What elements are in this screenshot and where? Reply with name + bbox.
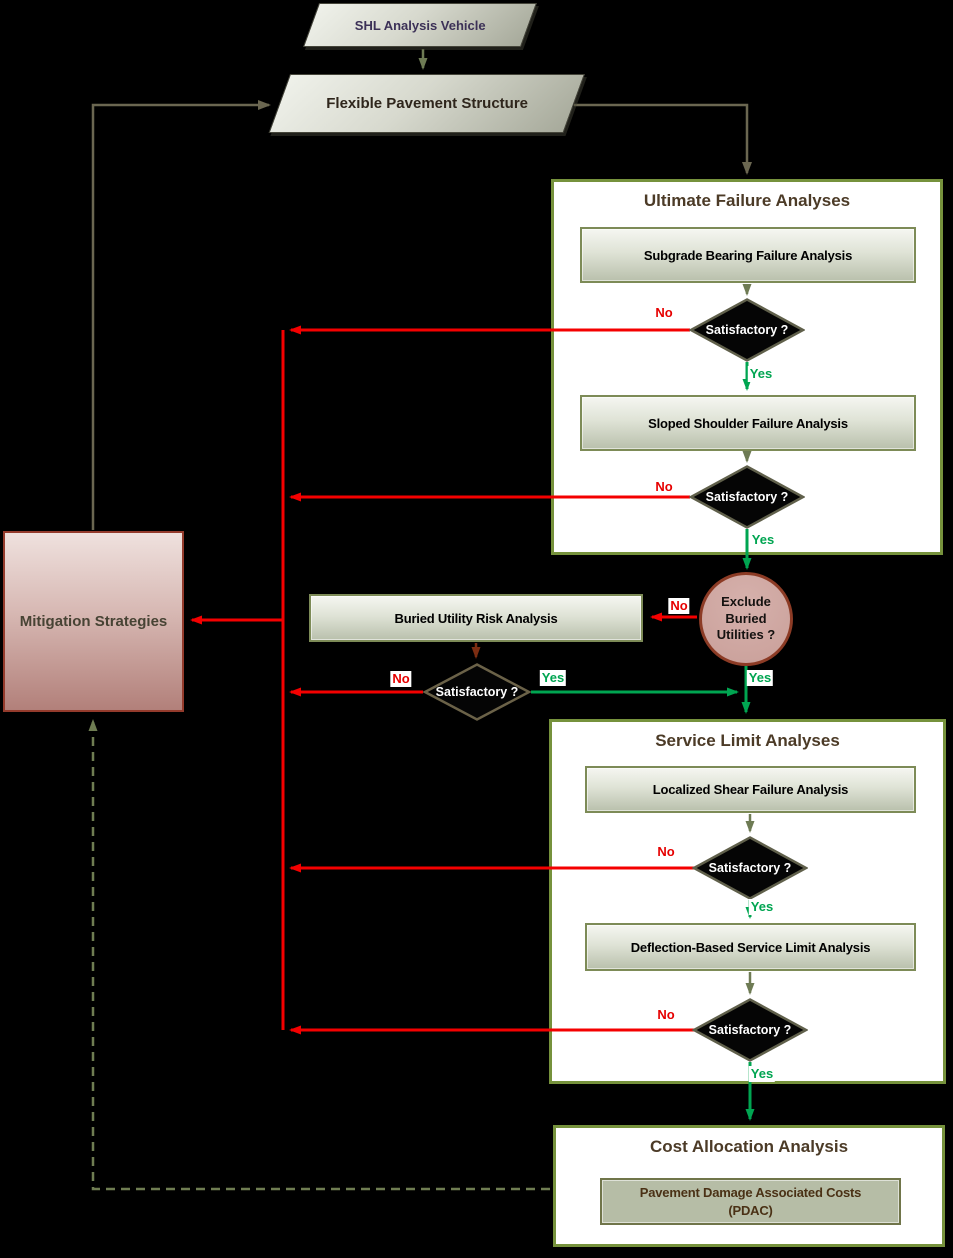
flexible-pavement-structure-node: Flexible Pavement Structure bbox=[268, 74, 585, 133]
localized-shear-label: Localized Shear Failure Analysis bbox=[652, 782, 849, 797]
no-label-sloped: No bbox=[653, 479, 675, 495]
pdac-label-line1: Pavement Damage Associated Costs bbox=[639, 1184, 862, 1200]
cost-allocation-analysis-title: Cost Allocation Analysis bbox=[649, 1137, 849, 1156]
sloped-shoulder-step: Sloped Shoulder Failure Analysis bbox=[580, 395, 916, 451]
decision-localized-label: Satisfactory ? bbox=[708, 861, 792, 875]
edge-pavement-to-ultimate bbox=[574, 103, 752, 175]
sloped-shoulder-label: Sloped Shoulder Failure Analysis bbox=[648, 415, 848, 431]
ultimate-failure-analyses-title: Ultimate Failure Analyses bbox=[643, 191, 851, 210]
diamond-shape bbox=[423, 663, 531, 721]
decision-deflection-label: Satisfactory ? bbox=[708, 1023, 792, 1037]
diamond-shape bbox=[689, 298, 805, 362]
diamond-shape bbox=[692, 836, 808, 900]
yes-label-deflection: Yes bbox=[748, 1066, 776, 1082]
exclude-buried-utilities-node: Exclude Buried Utilities ? bbox=[699, 572, 793, 666]
yes-label-circle: Yes bbox=[746, 670, 774, 686]
no-label-localized: No bbox=[655, 844, 677, 860]
exclude-buried-utilities-label: Exclude Buried Utilities ? bbox=[716, 593, 776, 643]
no-label-subgrade: No bbox=[653, 305, 675, 321]
decision-subgrade-label: Satisfactory ? bbox=[705, 323, 789, 337]
edge-cost-feedback-to-mitigation bbox=[88, 719, 550, 1191]
diamond-shape bbox=[692, 998, 808, 1062]
no-label-buried: No bbox=[390, 671, 412, 687]
decision-deflection: Satisfactory ? bbox=[692, 998, 808, 1062]
buried-utility-step: Buried Utility Risk Analysis bbox=[309, 594, 643, 642]
yes-label-sloped: Yes bbox=[749, 532, 777, 548]
decision-sloped: Satisfactory ? bbox=[689, 465, 805, 529]
deflection-based-step: Deflection-Based Service Limit Analysis bbox=[585, 923, 916, 971]
decision-sloped-label: Satisfactory ? bbox=[705, 490, 789, 504]
buried-utility-label: Buried Utility Risk Analysis bbox=[394, 610, 558, 626]
shl-analysis-vehicle-label: SHL Analysis Vehicle bbox=[354, 17, 486, 33]
decision-localized: Satisfactory ? bbox=[692, 836, 808, 900]
deflection-based-label: Deflection-Based Service Limit Analysis bbox=[630, 939, 871, 955]
decision-subgrade: Satisfactory ? bbox=[689, 298, 805, 362]
localized-shear-step: Localized Shear Failure Analysis bbox=[585, 766, 916, 813]
no-label-deflection: No bbox=[655, 1007, 677, 1023]
yes-label-buried: Yes bbox=[539, 670, 567, 686]
pdac-step: Pavement Damage Associated Costs (PDAC) bbox=[600, 1178, 901, 1225]
yes-label-localized: Yes bbox=[748, 899, 776, 915]
decision-buried-label: Satisfactory ? bbox=[435, 685, 519, 699]
decision-buried: Satisfactory ? bbox=[423, 663, 531, 721]
yes-label-subgrade: Yes bbox=[747, 366, 775, 382]
no-label-circle: No bbox=[668, 598, 690, 614]
pdac-label-line2: (PDAC) bbox=[728, 1202, 773, 1218]
subgrade-bearing-label: Subgrade Bearing Failure Analysis bbox=[643, 247, 853, 263]
diamond-shape bbox=[689, 465, 805, 529]
edge-mitigation-to-pavement bbox=[91, 100, 271, 530]
flexible-pavement-structure-label: Flexible Pavement Structure bbox=[325, 95, 528, 112]
shl-analysis-vehicle-node: SHL Analysis Vehicle bbox=[302, 3, 537, 47]
service-limit-analyses-title: Service Limit Analyses bbox=[655, 731, 840, 750]
pdac-label: Pavement Damage Associated Costs (PDAC) bbox=[639, 1184, 862, 1219]
mitigation-strategies-label: Mitigation Strategies bbox=[19, 613, 168, 630]
mitigation-strategies-node: Mitigation Strategies bbox=[3, 531, 184, 712]
subgrade-bearing-step: Subgrade Bearing Failure Analysis bbox=[580, 227, 916, 283]
